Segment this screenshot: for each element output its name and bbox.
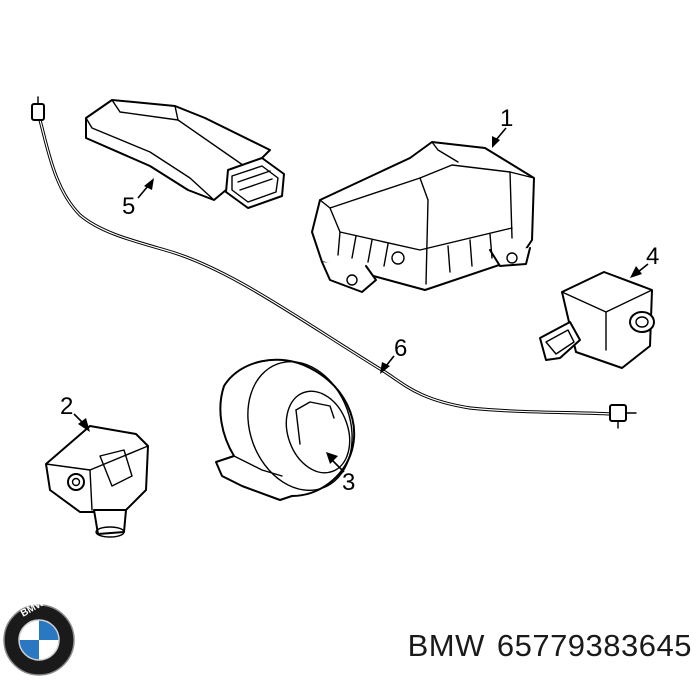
control-unit-part-1 xyxy=(311,141,535,293)
callout-1: 1 xyxy=(492,105,513,148)
svg-text:3: 3 xyxy=(342,469,355,496)
callout-5: 5 xyxy=(122,178,154,220)
parts-diagram: 1 2 3 4 5 6 xyxy=(31,96,659,538)
part-label: BMW 65779383645 xyxy=(408,628,692,664)
svg-text:2: 2 xyxy=(60,393,73,420)
bmw-logo: BMW xyxy=(3,603,75,676)
clock-spring-part-3 xyxy=(215,358,356,501)
callout-3: 3 xyxy=(326,452,355,496)
callout-6: 6 xyxy=(380,335,407,374)
callout-2: 2 xyxy=(60,393,90,432)
svg-text:4: 4 xyxy=(646,243,659,270)
svg-text:1: 1 xyxy=(500,105,513,132)
callout-4: 4 xyxy=(630,243,659,278)
part-number: 65779383645 xyxy=(496,628,692,663)
sensor-part-4 xyxy=(539,271,655,369)
wire-harness-6 xyxy=(31,96,637,429)
svg-text:5: 5 xyxy=(122,193,135,220)
module-part-5 xyxy=(85,99,285,209)
sensor-part-2 xyxy=(45,425,149,538)
brand-name: BMW xyxy=(407,628,485,663)
svg-text:6: 6 xyxy=(394,335,407,362)
